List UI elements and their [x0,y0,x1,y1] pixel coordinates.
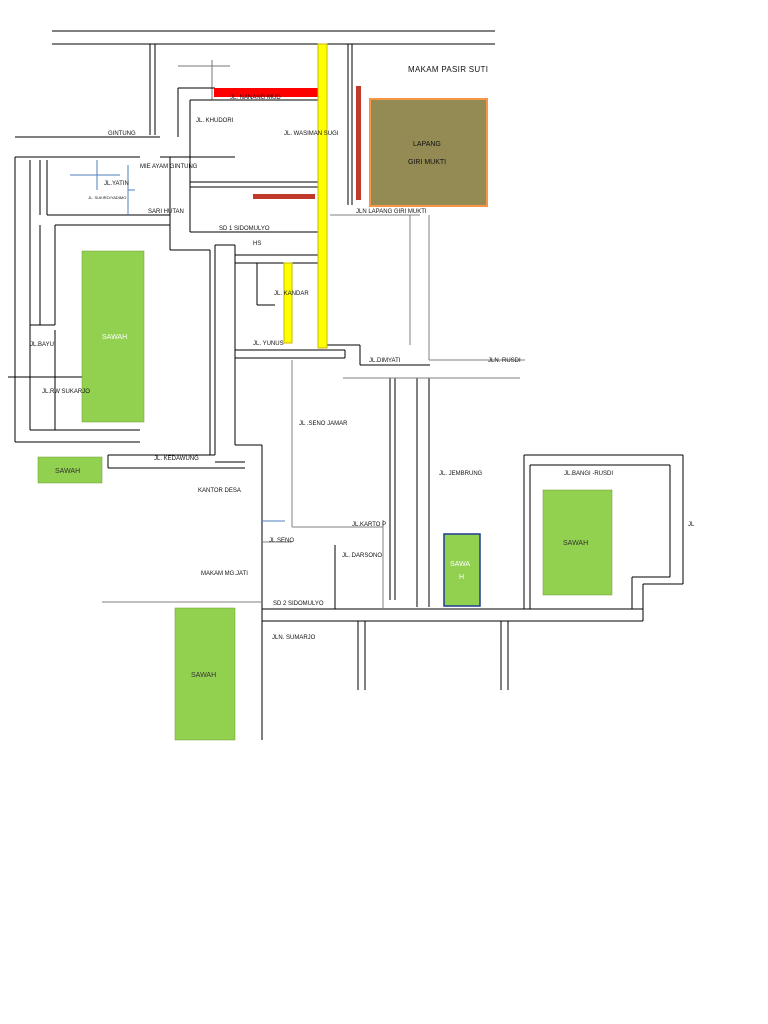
label-jl-kedawung: JL. KEDAWUNG [154,456,199,462]
field-sawah-bottom [174,607,236,741]
highlight-darkred-vertical [356,86,361,200]
label-gintung: GINTUNG [108,131,136,137]
label-jl-dimyati: JL.DIMYATI [369,358,401,364]
lapang-label-2: GIRI MUKTI [408,159,446,166]
field-sawah-right-label: SAWAH [563,540,588,547]
lapang-label-1: LAPANG [413,141,441,148]
label-jl-karto-p: JL.KARTO P [352,522,386,528]
highlight-jl-wasiman-sugi [317,43,328,349]
label-jl-seno: JL.SENO [269,538,294,544]
label-jl-bangi-rusdi: JL.BANGI -RUSDI [564,471,613,477]
label-jl-right: JL [688,522,695,528]
label-jl-jembrung: JL. JEMBRUNG [439,471,483,477]
label-jl-rw-sukarjo: JL.RW SUKARJO [42,389,90,395]
highlight-darkred-horizontal [253,194,315,199]
highlight-jl-kandar [283,262,293,344]
highlight-jl-nanang-mud [214,88,318,97]
label-jl-kandar: JL. KANDAR [274,291,309,297]
label-sari-hutan: SARI HUTAN [148,209,184,215]
label-mie-ayam-gintung: MIE AYAM GINTUNG [140,164,198,170]
label-jl-nanang-mud: JL. NANANG MUD [230,95,281,101]
field-sawah-h [443,533,481,607]
blue-minor-roads [70,160,135,215]
field-sawah-h-label-2: H [459,574,464,581]
label-jl-sukiro: JL. SUKIRO/YADIMO [88,195,126,200]
label-jl-yatin: JL.YATIN [104,181,129,187]
field-sawah-small [37,456,103,484]
field-sawah-h-label-1: SAWA [450,561,470,568]
lapang-giri-mukti [369,98,488,207]
label-jl-khudori: JL. KHUDORI [196,118,234,124]
field-sawah-bottom-label: SAWAH [191,672,216,679]
label-sd1-sidomulyo: SD 1 SIDOMULYO [219,226,270,232]
minor-road-network [102,214,525,609]
label-jln-lapang-giri-mukti: JLN LAPANG GIRI MUKTI [356,209,427,215]
label-jl-darsono: JL. DARSONO [342,553,382,559]
label-sd2-sidomulyo: SD 2 SIDOMULYO [273,601,324,607]
label-jln-sumarjo: JLN. SUMARJO [272,635,316,641]
label-jl-yunus: JL. YUNUS [253,341,284,347]
label-hs: HS [253,241,261,247]
label-jln-rusdi: JLN. RUSDI [488,358,521,364]
label-jl-seno-jamar: JL .SENO JAMAR [299,421,348,427]
label-makam-mgjati: MAKAM MG.JATI [201,571,248,577]
label-makam-pasir-suti: MAKAM PASIR SUTI [408,65,488,74]
field-sawah-left-label: SAWAH [102,334,127,341]
label-jl-wasiman-sugi: JL. WASIMAN SUGI [284,131,339,137]
field-sawah-right [542,489,613,596]
label-kantor-desa: KANTOR DESA [198,488,241,494]
road-network [8,30,684,740]
label-jl-bayu: JL.BAYU [30,342,54,348]
field-sawah-left [81,250,145,423]
field-sawah-small-label: SAWAH [55,468,80,475]
